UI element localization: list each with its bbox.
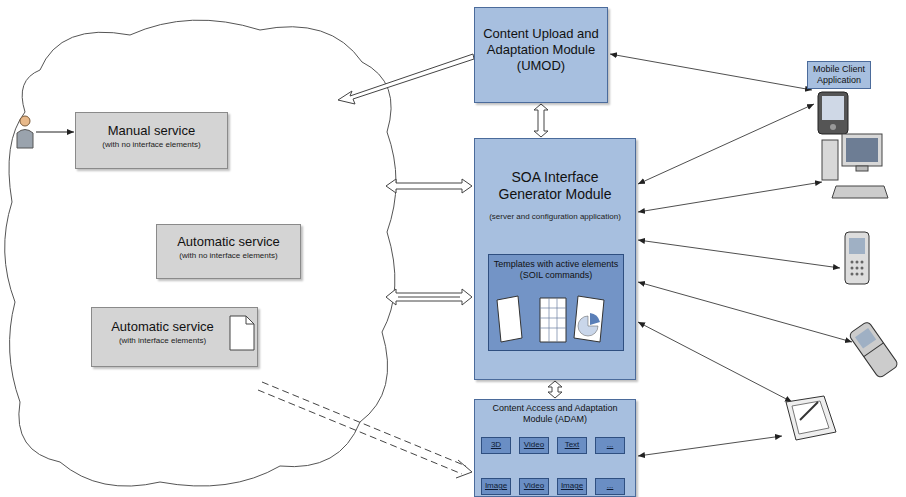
node-title: Text bbox=[558, 439, 586, 451]
module-box: Content Access and Adaptation Module (AD… bbox=[474, 399, 636, 497]
node-title: Manual service bbox=[76, 123, 227, 139]
node-title: SOA Interface Generator Module bbox=[475, 169, 635, 203]
label-box: Mobile Client Application bbox=[807, 61, 871, 89]
format-box: Text bbox=[557, 437, 587, 454]
node-title: ... bbox=[596, 439, 624, 451]
node-title: Image bbox=[482, 480, 510, 492]
node-subtitle: (with no interface elements) bbox=[76, 139, 227, 150]
node-title: Automatic service bbox=[157, 234, 300, 250]
module-box: Content Upload and Adaptation Module (UM… bbox=[474, 7, 608, 103]
adam-dashed-arrow bbox=[258, 382, 466, 474]
tablet-device bbox=[786, 396, 836, 440]
node-title: ... bbox=[596, 480, 624, 492]
format-box: ... bbox=[595, 478, 625, 495]
node-title: Video bbox=[520, 480, 548, 492]
document-icon bbox=[230, 316, 254, 350]
service-box: Automatic service(with no interface elem… bbox=[156, 224, 301, 279]
person-arrow bbox=[36, 132, 74, 133]
node-title: Video bbox=[520, 439, 548, 451]
format-box: 3D bbox=[481, 437, 511, 454]
format-box: Image bbox=[557, 478, 587, 495]
flip-phone bbox=[848, 321, 899, 379]
connector bbox=[534, 104, 548, 137]
node-subtitle: (with no interface elements) bbox=[157, 250, 300, 261]
node-title: Image bbox=[558, 480, 586, 492]
format-box: ... bbox=[595, 437, 625, 454]
template-box: Templates with active elements (SOIL com… bbox=[488, 254, 624, 351]
node-title: Automatic service bbox=[92, 319, 257, 335]
format-box: Video bbox=[519, 437, 549, 454]
upload-arrow bbox=[338, 54, 474, 104]
node-subtitle: (with interface elements) bbox=[92, 335, 257, 346]
device-links bbox=[610, 54, 852, 456]
template-icons bbox=[497, 296, 604, 342]
desktop-computer bbox=[822, 134, 888, 198]
dashed-arrow-head bbox=[456, 460, 472, 478]
node-title: Mobile Client Application bbox=[808, 64, 870, 86]
node-title: Content Upload and Adaptation Module (UM… bbox=[475, 26, 607, 74]
node-title: 3D bbox=[482, 439, 510, 451]
format-box: Video bbox=[519, 478, 549, 495]
format-box: Image bbox=[481, 478, 511, 495]
pda-device bbox=[818, 92, 848, 134]
soa-cloud-arrow bbox=[386, 179, 472, 193]
arrow-inner-line bbox=[398, 297, 460, 298]
service-box: Manual service(with no interface element… bbox=[75, 112, 228, 169]
node-title: Content Access and Adaptation Module (AD… bbox=[475, 403, 635, 425]
node-title: Templates with active elements (SOIL com… bbox=[489, 259, 623, 281]
service-cloud bbox=[5, 20, 396, 486]
node-subtitle: (server and configuration application) bbox=[475, 211, 635, 222]
connector bbox=[548, 381, 562, 398]
mobile-phone bbox=[845, 232, 869, 284]
soa-cloud-arrow bbox=[386, 289, 472, 305]
person-icon bbox=[17, 116, 33, 148]
service-box: Automatic service(with interface element… bbox=[91, 307, 258, 367]
module-box: SOA Interface Generator Module (server an… bbox=[474, 138, 636, 380]
